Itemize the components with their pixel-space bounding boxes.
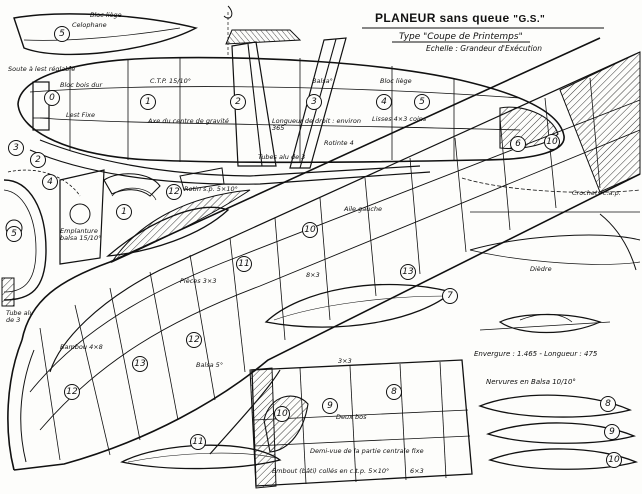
label-bord-8x3: 8×3 (306, 271, 320, 279)
part-number-9-center: 9 (322, 398, 338, 414)
part-number-13-rib: 13 (400, 264, 416, 280)
part-number-11-bottom: 11 (190, 434, 206, 450)
label-bord-6x3: 6×3 (410, 467, 424, 475)
part-number-1-left: 1 (116, 204, 132, 220)
part-number-13-lower: 13 (132, 356, 148, 372)
part-number-2-left: 2 (30, 152, 46, 168)
title-block (362, 27, 604, 43)
ribs-spec: Nervures en Balsa 10/10° (486, 378, 576, 386)
label-axe-centre: Axe du centre de gravité (148, 117, 229, 125)
label-diedre: Dièdre (530, 265, 552, 273)
part-number-10-rib: 10 (606, 452, 622, 468)
span-length-spec: Envergure : 1.465 - Longueur : 475 (474, 350, 598, 358)
label-celophane: Celophane (72, 21, 107, 29)
part-number-4: 4 (376, 94, 392, 110)
title-main: PLANEUR sans queue (375, 11, 510, 25)
label-bloc-liege-top: Bloc liège (90, 11, 122, 19)
part-number-12-lower: 12 (186, 332, 202, 348)
part-number-10-nose: 10 (544, 134, 560, 150)
part-number-8-rib: 8 (600, 396, 616, 412)
upper-liege-block (13, 13, 198, 56)
label-tubes-alu: Tubes alu de 3 (258, 153, 306, 161)
part-number-11-wing: 11 (236, 256, 252, 272)
label-pieces-3x3: Pièces 3×3 (180, 277, 217, 285)
label-ctp-top: C.T.P. 15/10° (150, 77, 192, 85)
label-balsa: Balsa° (312, 77, 333, 85)
label-deux-bos: Deux bos (336, 413, 367, 421)
part-number-5-top: 5 (54, 26, 70, 42)
label-embout: Embout (bâti) collés en c.t.p. 5×10° (272, 467, 390, 475)
part-number-3-left: 3 (8, 140, 24, 156)
label-balsa-5: Balsa 5° (196, 361, 224, 369)
part-number-0: 0 (44, 90, 60, 106)
label-bambou: Bambou 4×8 (60, 343, 103, 351)
label-rotin: Rotin s.p. 5×10° (184, 185, 238, 193)
label-longueur-droit: Longueur de droit : environ 365 (272, 117, 362, 132)
part-number-8-center: 8 (386, 384, 402, 400)
label-lisses: Lisses 4×3 coins (372, 115, 427, 123)
part-number-12-rotin: 12 (166, 184, 182, 200)
part-number-4-left: 4 (42, 174, 58, 190)
label-emplanture-balsa: Emplanture balsa 15/10° (60, 227, 102, 242)
label-tube-alu-de-3: Tube alu de 3 (6, 309, 34, 324)
part-number-5-left: 5 (6, 226, 22, 242)
label-lest-fixe: Lest Fixe (66, 111, 96, 119)
part-number-1: 1 (140, 94, 156, 110)
part-number-3: 3 (306, 94, 322, 110)
part-number-12-left: 12 (64, 384, 80, 400)
part-number-10-wing: 10 (302, 222, 318, 238)
label-aile-gauche: Aile gauche (344, 205, 383, 213)
plan-title: PLANEUR sans queue "G.S." (375, 11, 545, 25)
part-number-9-rib: 9 (604, 424, 620, 440)
label-bloc-liege-right: Bloc liège (380, 77, 412, 85)
part-number-7-rib: 7 (442, 288, 458, 304)
label-demi-vue: Demi-vue de la partie centrale fixe (310, 447, 424, 455)
label-rotinte: Rotinte 4 (324, 139, 354, 147)
label-crochets: Crochets c.a.p. (572, 189, 621, 197)
plan-scale: Echelle : Grandeur d'Exécution (426, 44, 543, 53)
part-number-10-tip: 10 (274, 406, 290, 422)
title-model: "G.S." (513, 14, 546, 25)
label-dos-3x3: 3×3 (338, 357, 352, 365)
part-number-2: 2 (230, 94, 246, 110)
label-soute-lest: Soute à lest réglable (8, 65, 76, 73)
plan-type: Type "Coupe de Printemps" (399, 32, 523, 42)
part-number-6: 6 (510, 136, 526, 152)
part-number-5: 5 (414, 94, 430, 110)
label-bloc-bois-dur: Bloc bois dur (60, 81, 103, 89)
left-parts (1, 167, 225, 307)
